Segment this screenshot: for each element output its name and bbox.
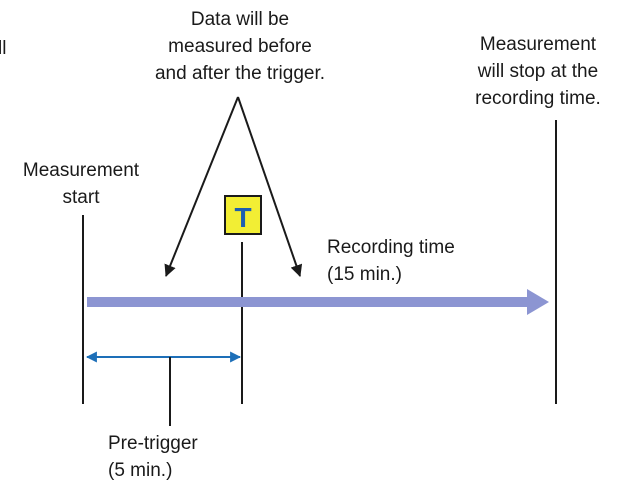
measurement-stop-note: Measurement will stop at the recording t… — [475, 34, 601, 109]
cropped-text-fragment: ll — [0, 38, 7, 59]
callout-arrow-before-trigger — [164, 96, 239, 277]
recording-time-arrow-shaft — [87, 297, 527, 307]
pre-trigger-label: Pre-trigger (5 min.) — [108, 433, 198, 481]
data-measured-note: Data will be measured before and after t… — [154, 9, 326, 84]
callout-arrow-after-trigger — [237, 96, 303, 277]
recording-time-arrow-head — [527, 289, 549, 315]
recording-time-label: Recording time (15 min.) — [327, 237, 455, 285]
trigger-marker-icon: T — [224, 195, 262, 235]
trigger-marker-letter: T — [234, 202, 251, 233]
measurement-start-label: Measurement start — [22, 160, 140, 208]
